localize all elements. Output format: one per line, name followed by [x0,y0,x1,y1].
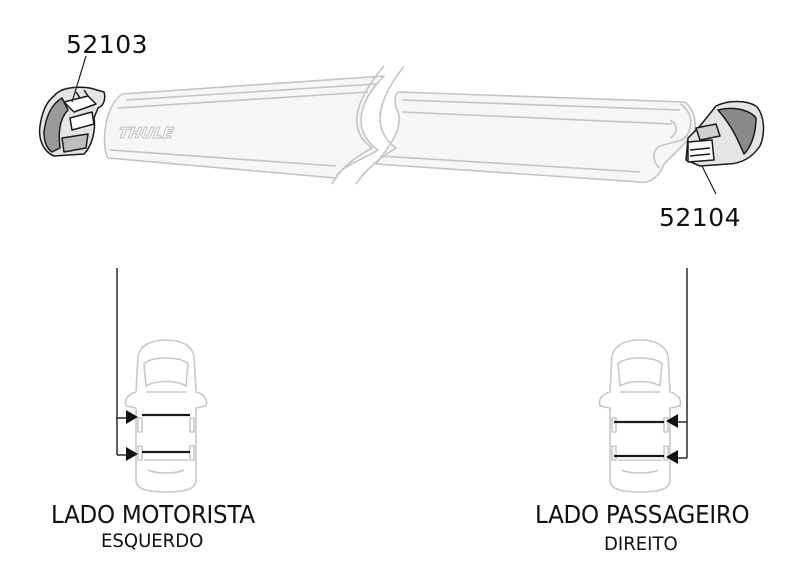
indicator-right [678,268,688,459]
bar-break-lines [331,65,405,185]
thule-logo: THULE [117,124,176,142]
arrow-left-front [126,410,138,424]
arrow-left-rear [126,447,138,461]
end-cap-52104 [685,100,765,167]
left-side-title: LADO MOTORISTA [51,500,255,529]
arrow-right-rear [666,450,678,464]
indicator-left [116,268,126,456]
left-side-subtitle: ESQUERDO [101,530,204,552]
part-number-52104: 52104 [659,203,742,232]
crossbars-left [142,413,190,454]
end-cap-52103 [38,86,106,157]
leader-52104 [701,165,717,195]
crossbars-right [614,420,664,458]
roof-bar [103,75,696,184]
right-side-title: LADO PASSAGEIRO [535,500,750,529]
arrow-right-front [666,414,678,428]
part-number-52103: 52103 [66,30,149,59]
right-side-subtitle: DIREITO [604,533,678,555]
leader-52103 [71,55,87,103]
roof-bar-left-segment [103,75,385,179]
car-right [598,339,682,493]
